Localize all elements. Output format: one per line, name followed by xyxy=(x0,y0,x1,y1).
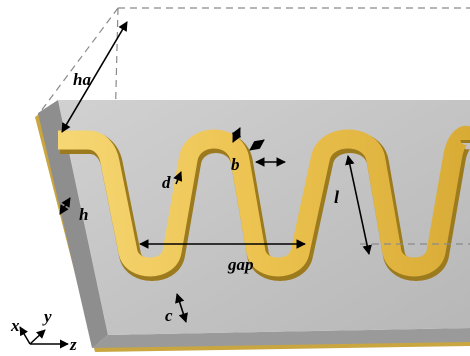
label-gap: gap xyxy=(227,255,254,274)
c-arrow xyxy=(175,293,188,323)
axis-x-arrow xyxy=(19,326,31,345)
label-h: h xyxy=(79,205,88,224)
l-arrow xyxy=(345,155,372,255)
coordinate-axes xyxy=(19,326,69,349)
axis-y-arrow xyxy=(29,329,46,345)
axis-label-y: y xyxy=(42,307,52,326)
axis-label-x: x xyxy=(10,316,20,335)
label-c: c xyxy=(165,306,173,325)
ha-arrow xyxy=(61,21,128,133)
label-l: l xyxy=(334,187,339,207)
label-d: d xyxy=(162,173,171,192)
h-arrow xyxy=(59,197,71,215)
substrate-side-left xyxy=(38,100,108,348)
dimension-arrows xyxy=(59,21,372,323)
d-arrow xyxy=(173,171,183,185)
substrate-side-front xyxy=(92,328,470,348)
axis-label-z: z xyxy=(69,335,77,354)
meander-trace xyxy=(58,126,470,281)
label-b: b xyxy=(231,155,240,174)
label-ha: ha xyxy=(73,70,91,89)
b-arrow-top xyxy=(231,127,242,143)
b-arrow-diag xyxy=(249,139,265,151)
